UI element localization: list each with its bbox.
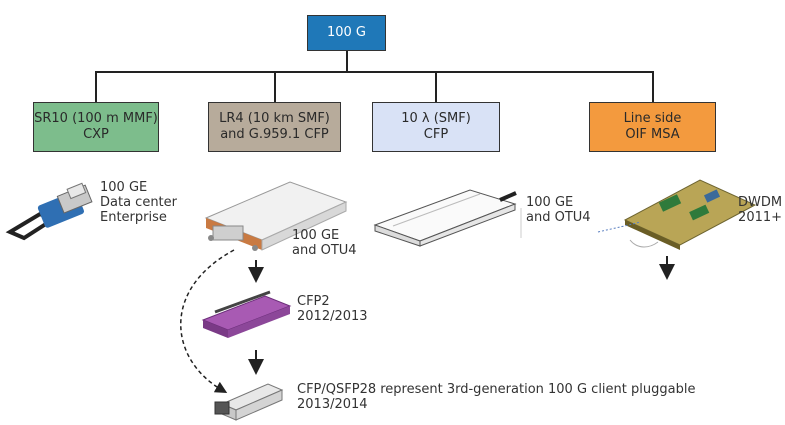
cfp-lr4-label: 100 GE and OTU4 xyxy=(292,228,357,258)
category-lr4: LR4 (10 km SMF) and G.959.1 CFP xyxy=(208,102,341,152)
drop-ten-lambda xyxy=(435,71,437,102)
category-ten-lambda: 10 λ (SMF) CFP xyxy=(372,102,500,152)
cfp4-label: CFP/QSFP28 represent 3rd-generation 100 … xyxy=(297,382,695,412)
dwdm-label: DWDM 2011+ xyxy=(738,195,782,225)
cfp-lr4-label-line1: 100 GE xyxy=(292,228,340,243)
drop-line-side xyxy=(652,71,654,102)
drop-lr4 xyxy=(274,71,276,102)
cxp-module-image xyxy=(5,182,93,241)
category-ten-lambda-line1: 10 λ (SMF) xyxy=(401,111,471,126)
dwdm-module-image xyxy=(597,179,757,250)
cfp-ten-lambda-module-image xyxy=(373,189,522,247)
dwdm-label-line1: DWDM xyxy=(738,195,783,210)
dashed-arrow-lr4-to-cfp4 xyxy=(180,249,235,394)
category-sr10-line1: SR10 (100 m MMF) xyxy=(34,111,158,126)
category-sr10-line2: CXP xyxy=(83,127,109,142)
cxp-label-line3: Enterprise xyxy=(100,210,167,225)
category-line-side: Line side OIF MSA xyxy=(589,102,716,152)
cfp-ten-lambda-label-line2: and OTU4 xyxy=(526,210,591,225)
cfp4-label-line1: CFP/QSFP28 represent 3rd-generation 100 … xyxy=(297,382,696,397)
cfp2-module-image xyxy=(201,290,292,338)
category-line-side-line2: OIF MSA xyxy=(625,127,680,142)
cxp-label-line2: Data center xyxy=(100,195,177,210)
dwdm-label-line2: 2011+ xyxy=(738,210,783,225)
category-lr4-line1: LR4 (10 km SMF) xyxy=(219,111,330,126)
cfp4-label-line2: 2013/2014 xyxy=(297,397,368,412)
cfp-lr4-module-image xyxy=(204,181,348,251)
category-line-side-line1: Line side xyxy=(623,111,682,126)
cfp-ten-lambda-label: 100 GE and OTU4 xyxy=(526,195,591,225)
root-stem xyxy=(346,51,348,72)
cfp2-label-line1: CFP2 xyxy=(297,294,330,309)
cfp-lr4-label-line2: and OTU4 xyxy=(292,243,357,258)
root-node-100g: 100 G xyxy=(307,15,386,51)
cxp-label: 100 GE Data center Enterprise xyxy=(100,180,177,225)
drop-sr10 xyxy=(95,71,97,102)
category-ten-lambda-line2: CFP xyxy=(423,127,449,142)
horizontal-bus xyxy=(95,71,653,73)
cfp4-module-image xyxy=(214,383,284,421)
cxp-label-line1: 100 GE xyxy=(100,180,148,195)
cfp2-label-line2: 2012/2013 xyxy=(297,309,368,324)
cfp-ten-lambda-label-line1: 100 GE xyxy=(526,195,574,210)
cfp2-label: CFP2 2012/2013 xyxy=(297,294,368,324)
category-lr4-line2: and G.959.1 CFP xyxy=(220,127,329,142)
category-sr10: SR10 (100 m MMF) CXP xyxy=(33,102,159,152)
root-label: 100 G xyxy=(326,25,367,40)
